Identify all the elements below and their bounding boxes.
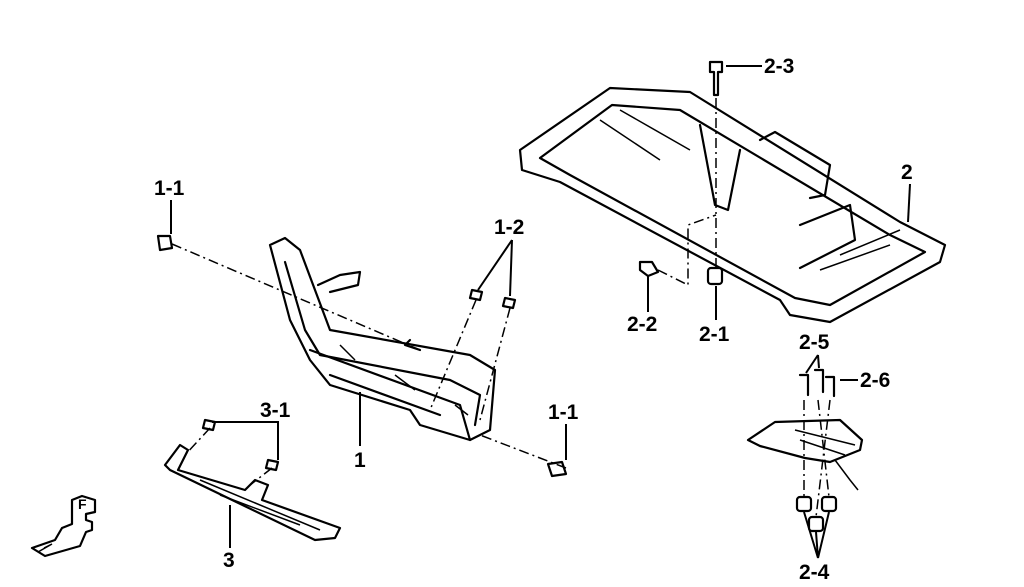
assembly-guide-lines (171, 98, 831, 518)
label-1-1-left: 1-1 (154, 177, 185, 200)
label-2-5: 2-5 (799, 331, 830, 354)
leader-lines (170, 65, 911, 559)
label-1-2: 1-2 (494, 216, 525, 239)
rear-carrier-part (518, 86, 947, 324)
label-1-1-right: 1-1 (548, 401, 579, 424)
label-3: 3 (223, 549, 235, 572)
label-2-6: 2-6 (860, 369, 891, 392)
rear-stay-part (746, 368, 864, 533)
label-2-4: 2-4 (799, 561, 830, 584)
label-1: 1 (354, 449, 366, 472)
label-2-2: 2-2 (627, 313, 658, 336)
skid-plate-part (163, 443, 342, 542)
bolts (156, 60, 724, 478)
label-2-3: 2-3 (764, 55, 795, 78)
front-direction-arrow-icon (30, 494, 97, 558)
front-carrier-part (268, 236, 497, 442)
label-3-1: 3-1 (260, 399, 291, 422)
front-arrow-letter: F (78, 496, 87, 512)
label-2: 2 (901, 161, 913, 184)
label-2-1: 2-1 (699, 323, 730, 346)
